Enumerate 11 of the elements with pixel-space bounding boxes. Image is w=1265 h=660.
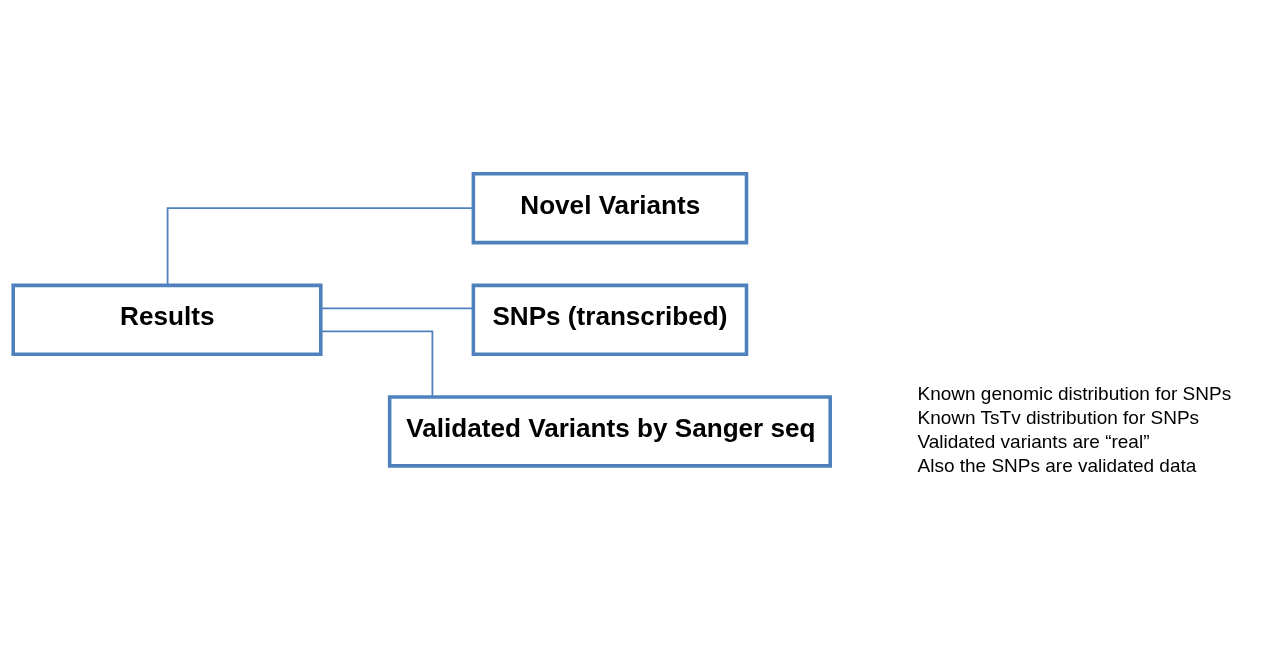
connector	[166, 206, 475, 286]
node-box: Validated Variants by Sanger seq	[387, 394, 832, 468]
node-label: Validated variants are “real”	[917, 430, 1150, 452]
node-box: SNPs (transcribed)	[471, 283, 749, 356]
connector	[320, 306, 475, 309]
node-label: Known genomic distribution for SNPs	[917, 382, 1232, 404]
node-label: Known TsTv distribution for SNPs	[917, 406, 1200, 428]
node-box: Results	[11, 283, 323, 356]
node-label: Also the SNPs are validated data	[917, 454, 1197, 476]
node-box: Novel Variants	[471, 171, 749, 244]
connector	[320, 329, 434, 398]
